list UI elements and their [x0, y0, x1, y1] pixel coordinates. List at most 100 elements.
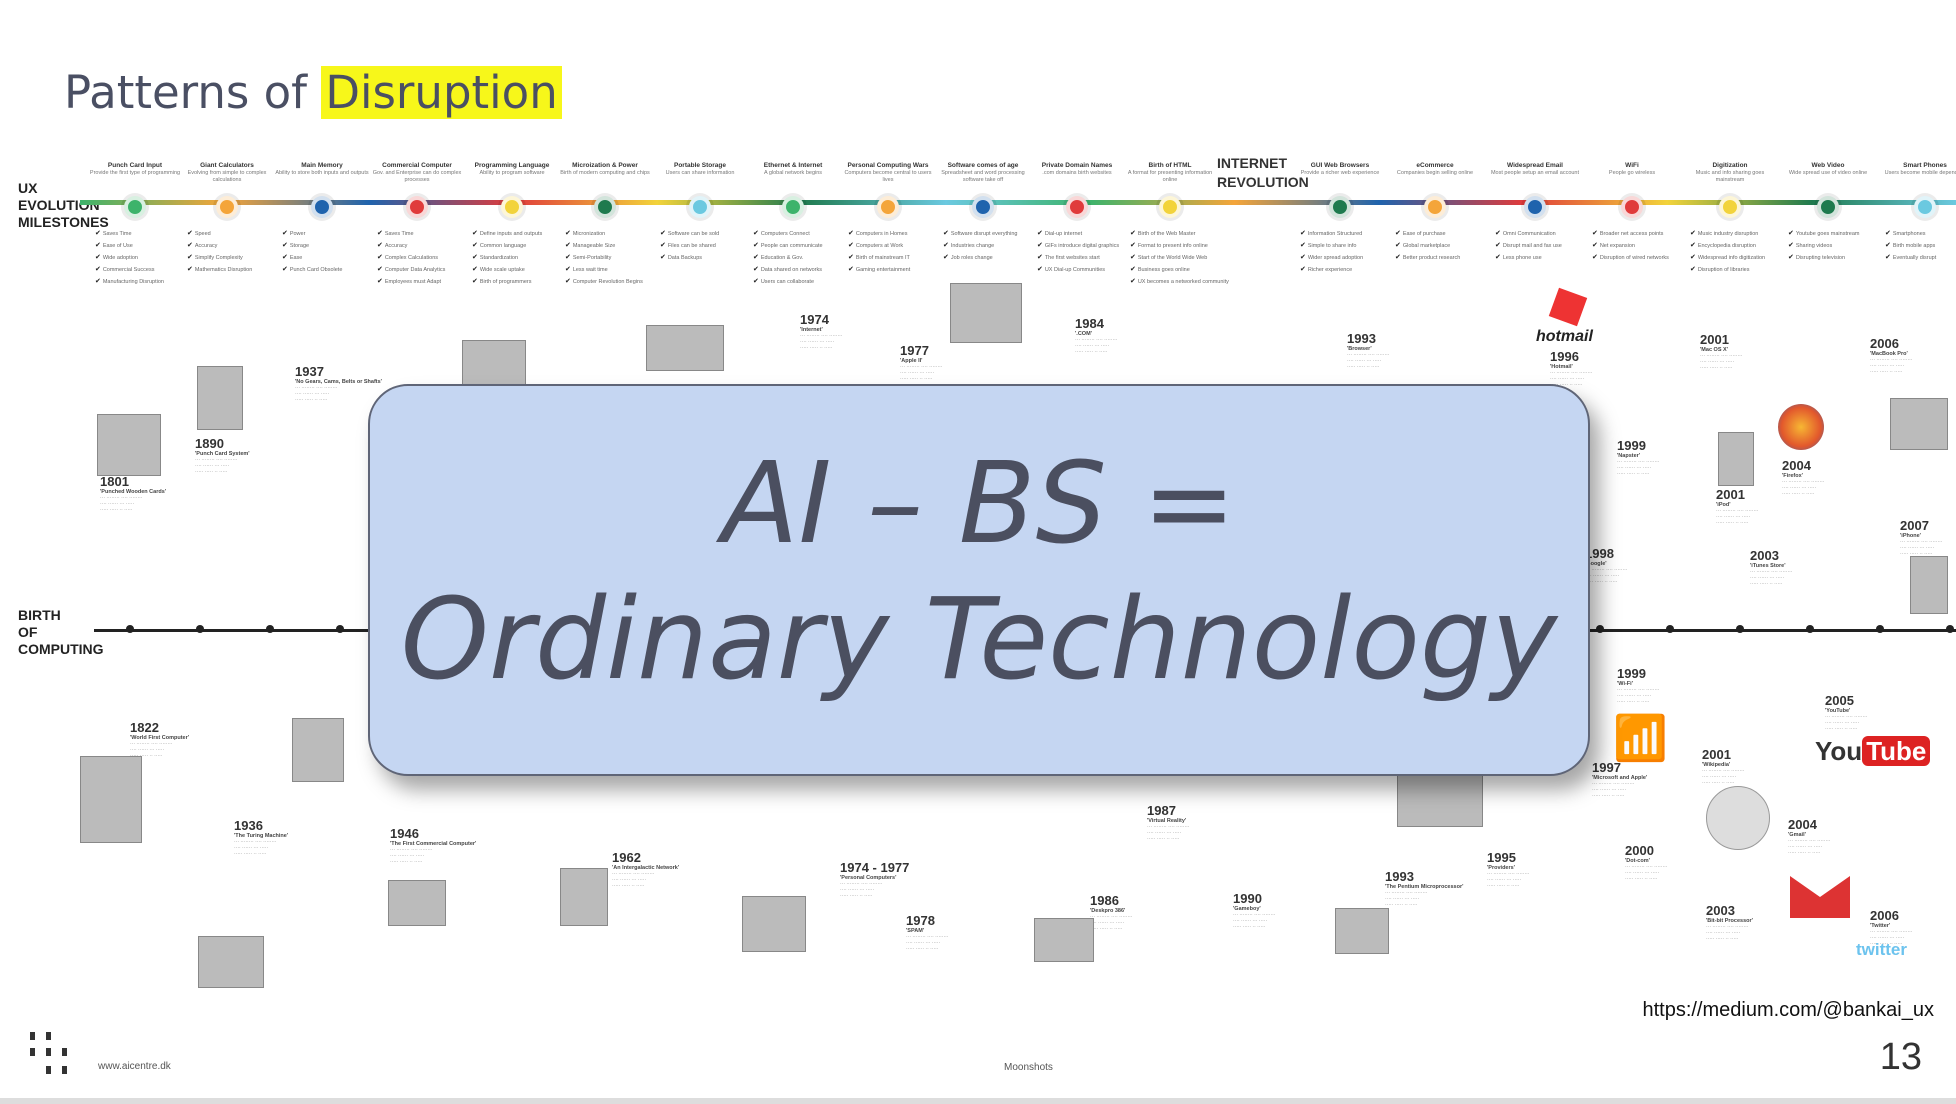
milestone-dot [406, 196, 428, 218]
event-year: 2001 [1716, 487, 1745, 502]
event-caption: 'MacBook Pro' [1870, 351, 1908, 357]
event-year: 1890 [195, 436, 224, 451]
timeline-event: 1999'Wi-Fi'··· ········ ···· ···········… [1617, 666, 1727, 705]
timeline-event: 1993'The Pentium Microprocessor'··· ····… [1385, 869, 1495, 908]
milestone: Main Memory Ability to store both inputs… [274, 162, 370, 276]
event-caption: '.COM' [1075, 331, 1092, 337]
page-number: 13 [1879, 1036, 1922, 1078]
milestone-dot [782, 196, 804, 218]
milestone-checklist: Birth of the Web MasterFormat to present… [1122, 228, 1229, 288]
historical-photo [198, 936, 264, 988]
check-item: Birth of the Web Master [1130, 228, 1218, 240]
timeline-event: 1974 - 1977'Personal Computers'··· ·····… [840, 860, 950, 899]
check-item: Software can be sold [660, 228, 748, 240]
gmail-icon [1790, 876, 1850, 918]
milestone-title: GUI Web Browsers [1310, 162, 1370, 169]
check-item: Saves Time [95, 228, 183, 240]
check-item: Semi-Portability [565, 252, 653, 264]
footer-section: Moonshots [1004, 1062, 1053, 1073]
event-description-lines: ··· ········ ···· ············ ······ ··… [130, 741, 173, 759]
milestone-title: Main Memory [301, 162, 343, 169]
event-year: 1977 [900, 343, 929, 358]
timeline-event: 2000'Dot-com'··· ········ ···· ·········… [1625, 843, 1735, 882]
check-item: Define inputs and outputs [472, 228, 560, 240]
milestone: GUI Web Browsers Provide a richer web ex… [1292, 162, 1388, 276]
timeline-tick [196, 625, 204, 633]
event-description-lines: ··· ········ ···· ············ ······ ··… [1870, 357, 1913, 375]
wikipedia-globe-icon [1706, 786, 1770, 850]
event-year: 1990 [1233, 891, 1262, 906]
youtube-tube: Tube [1862, 736, 1931, 766]
milestone-checklist: Ease of purchaseGlobal marketplaceBetter… [1387, 228, 1483, 264]
timeline-event: 2006'MacBook Pro'··· ········ ···· ·····… [1870, 336, 1956, 375]
check-item: Computer Data Analytics [377, 264, 465, 276]
milestone-checklist: Dial-up internetGIFs introduce digital g… [1029, 228, 1125, 276]
event-caption: 'The Pentium Microprocessor' [1385, 884, 1464, 890]
event-description-lines: ··· ········ ···· ············ ······ ··… [100, 495, 143, 513]
milestone-dot [1424, 196, 1446, 218]
event-caption: 'An Intergalactic Network' [612, 865, 680, 871]
event-description-lines: ··· ········ ···· ············ ······ ··… [1700, 353, 1743, 371]
check-item: Computers Connect [753, 228, 841, 240]
check-item: Global marketplace [1395, 240, 1483, 252]
timeline-event: 1993'Browser'··· ········ ···· ·········… [1347, 331, 1457, 370]
event-caption: 'Gameboy' [1233, 906, 1261, 912]
check-item: Computers in Homes [848, 228, 936, 240]
milestone-checklist: Software disrupt everythingIndustries ch… [935, 228, 1031, 264]
timeline-event: 1995'Providers'··· ········ ···· ·······… [1487, 850, 1597, 889]
event-caption: 'Punched Wooden Cards' [100, 489, 167, 495]
check-item: Less phone use [1495, 252, 1583, 264]
timeline-event: 1990'Gameboy'··· ········ ···· ·········… [1233, 891, 1343, 930]
timeline-tick [126, 625, 134, 633]
event-year: 1997 [1592, 760, 1621, 775]
event-description-lines: ··· ········ ···· ············ ······ ··… [234, 839, 277, 857]
historical-photo [1397, 767, 1483, 827]
event-caption: 'Mac OS X' [1700, 347, 1728, 353]
milestone: Punch Card Input Provide the first type … [87, 162, 183, 288]
timeline-event: 1984'.COM'··· ········ ···· ············… [1075, 316, 1185, 355]
birth-of-computing-label: BIRTH OF COMPUTING [18, 607, 104, 658]
milestone-checklist: SpeedAccuracySimplify ComplexityMathemat… [179, 228, 275, 276]
check-item: Simplify Complexity [187, 252, 275, 264]
ux-evolution-label: UX EVOLUTION MILESTONES [18, 180, 109, 231]
timeline-event: 1974'Internet'··· ········ ···· ········… [800, 312, 910, 351]
event-caption: 'Punch Card System' [195, 451, 250, 457]
check-item: Omni Communication [1495, 228, 1583, 240]
event-description-lines: ··· ········ ···· ············ ······ ··… [1090, 914, 1133, 932]
check-item: Simple to share info [1300, 240, 1388, 252]
event-description-lines: ··· ········ ···· ············ ······ ··… [195, 457, 238, 475]
hotmail-logo: hotmail [1536, 328, 1593, 345]
event-description-lines: ··· ········ ···· ············ ······ ··… [1706, 924, 1749, 942]
event-description-lines: ··· ········ ···· ············ ······ ··… [1825, 714, 1868, 732]
event-year: 1937 [295, 364, 324, 379]
event-caption: 'SPAM' [906, 928, 925, 934]
event-caption: 'YouTube' [1825, 708, 1851, 714]
event-year: 1822 [130, 720, 159, 735]
source-url: https://medium.com/@bankai_ux [1642, 999, 1934, 1021]
milestone-checklist: Define inputs and outputsCommon language… [464, 228, 560, 288]
timeline-event: 1890'Punch Card System'··· ········ ····… [195, 436, 305, 475]
timeline-tick [1876, 625, 1884, 633]
check-item: Disruption of libraries [1690, 264, 1778, 276]
overlay-line-2: Ordinary Technology [400, 575, 1558, 705]
check-item: People can communicate [753, 240, 841, 252]
timeline-event: 1822'World First Computer'··· ········ ·… [130, 720, 240, 759]
historical-photo [1718, 432, 1754, 486]
event-caption: 'Gmail' [1788, 832, 1806, 838]
milestone-dot [1524, 196, 1546, 218]
milestone-dot [689, 196, 711, 218]
timeline-tick [1666, 625, 1674, 633]
event-description-lines: ··· ········ ···· ············ ······ ··… [800, 333, 843, 351]
milestone-dot [124, 196, 146, 218]
label-line: INTERNET [1217, 155, 1287, 171]
event-year: 2003 [1706, 903, 1735, 918]
historical-photo [1890, 398, 1948, 450]
milestone: Widespread Email Most people setup an em… [1487, 162, 1583, 264]
historical-photo [462, 340, 526, 386]
check-item: Data shared on networks [753, 264, 841, 276]
event-year: 1996 [1550, 349, 1579, 364]
milestone-title: Smart Phones [1903, 162, 1947, 169]
check-item: Computers at Work [848, 240, 936, 252]
event-year: 2003 [1750, 548, 1779, 563]
aicentre-logo-icon [30, 1032, 72, 1076]
